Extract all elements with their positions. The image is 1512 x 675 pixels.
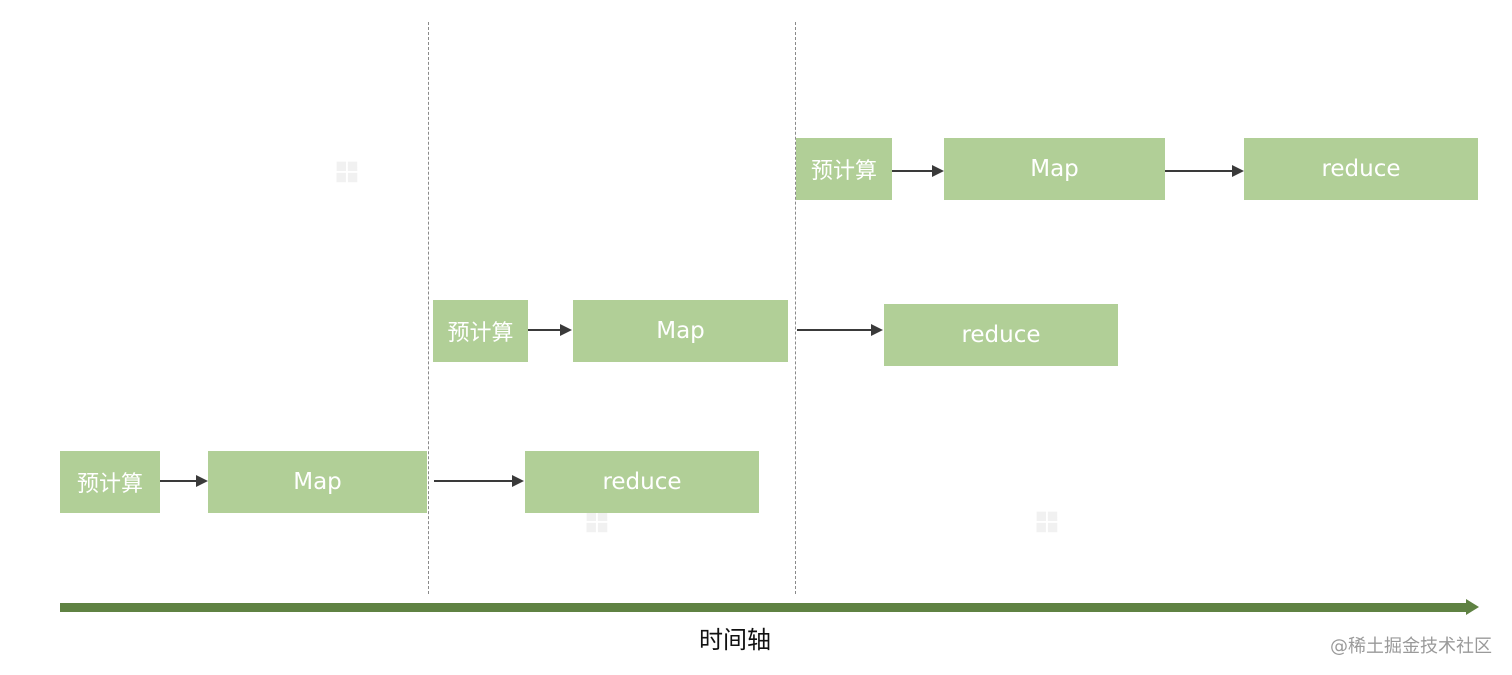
time-axis-arrowhead (1466, 599, 1479, 615)
stage-label: reduce (1321, 156, 1401, 182)
arrow-map-to-reduce-row-2 (797, 324, 883, 336)
map-box-row-2: Map (573, 300, 788, 362)
reduce-box-row-2: reduce (884, 304, 1118, 366)
source-watermark: @稀土掘金技术社区 (1330, 636, 1492, 657)
map-box-row-3: Map (208, 451, 427, 513)
stage-label: Map (293, 469, 342, 495)
stage-label: 预计算 (76, 472, 143, 497)
time-divider-2 (795, 22, 796, 594)
stage-label: reduce (602, 469, 682, 495)
stage-label: 预计算 (810, 159, 877, 184)
arrow-precompute-to-map-row-1 (892, 165, 944, 177)
time-axis-label: 时间轴 (699, 626, 771, 654)
arrow-precompute-to-map-row-3 (160, 475, 208, 487)
arrow-map-to-reduce-row-3 (434, 475, 524, 487)
background-watermark: ❖ (1018, 494, 1077, 552)
time-divider-1 (428, 22, 429, 594)
time-axis-line (60, 603, 1468, 612)
stage-label: 预计算 (447, 321, 514, 346)
stage-label: Map (1030, 156, 1079, 182)
reduce-box-row-1: reduce (1244, 138, 1478, 200)
background-watermark: ❖ (318, 144, 377, 202)
precompute-box-row-1: 预计算 (796, 138, 892, 200)
reduce-box-row-3: reduce (525, 451, 759, 513)
precompute-box-row-2: 预计算 (433, 300, 528, 362)
stage-label: Map (656, 318, 705, 344)
stage-label: reduce (961, 322, 1041, 348)
arrow-map-to-reduce-row-1 (1165, 165, 1244, 177)
precompute-box-row-3: 预计算 (60, 451, 160, 513)
map-box-row-1: Map (944, 138, 1165, 200)
arrow-precompute-to-map-row-2 (528, 324, 572, 336)
